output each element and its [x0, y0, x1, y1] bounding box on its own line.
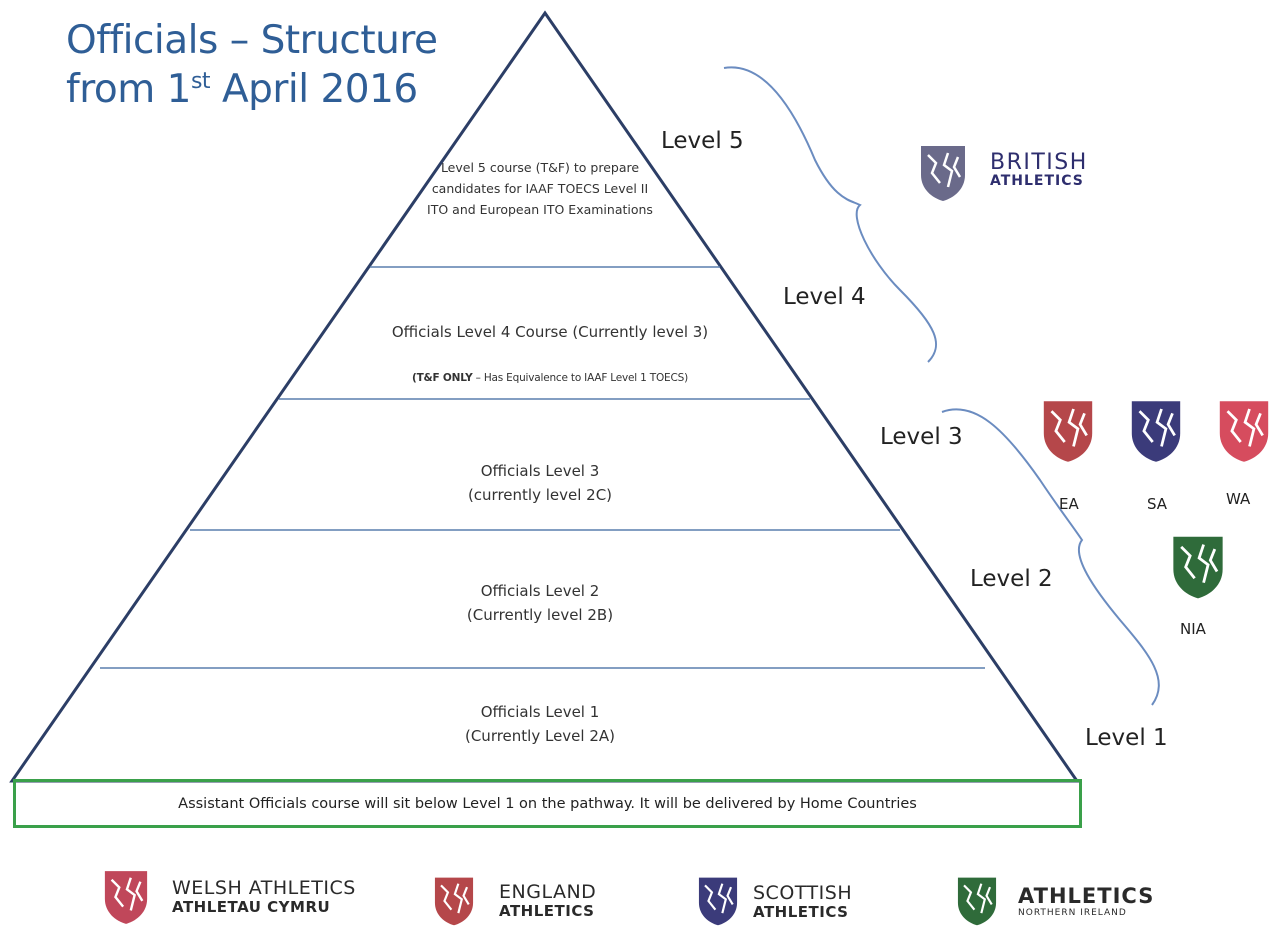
scottish-athletics-line-2: ATHLETICS [753, 903, 849, 921]
ea-shield-icon [1043, 401, 1093, 462]
scottish-athletics-line-1: SCOTTISH [753, 882, 853, 904]
sa-shield-icon [1131, 401, 1181, 462]
scottish-athletics-shield-icon [698, 877, 738, 926]
tier-1-text: Officials Level 1 (Currently Level 2A) [300, 700, 780, 748]
title-line-2-prefix: from 1 [66, 67, 191, 112]
athletics-ni-logo: ATHLETICS NORTHERN IRELAND [1018, 884, 1154, 918]
pyramid-outline [9, 10, 1080, 783]
tier-2-line-1: Officials Level 2 [480, 582, 600, 600]
level-1-label: Level 1 [1085, 725, 1168, 751]
tier-4-note: (T&F ONLY – Has Equivalence to IAAF Leve… [270, 372, 830, 384]
sa-label: SA [1147, 495, 1168, 513]
title-line-1: Officials – Structure [66, 18, 438, 63]
lower-brace [941, 408, 1160, 706]
wa-label: WA [1226, 490, 1251, 508]
england-athletics-logo: ENGLAND ATHLETICS [499, 881, 596, 920]
athletics-ni-line-2: NORTHERN IRELAND [1018, 908, 1127, 918]
welsh-athletics-line-2: ATHLETAU CYMRU [172, 898, 331, 916]
tier-3-text: Officials Level 3 (currently level 2C) [300, 459, 780, 507]
title-superscript: st [190, 69, 211, 94]
england-athletics-line-2: ATHLETICS [499, 902, 595, 920]
level-4-label: Level 4 [783, 284, 866, 310]
tier-5-text: Level 5 course (T&F) to prepare candidat… [427, 160, 653, 217]
welsh-athletics-shield-icon [104, 871, 148, 924]
scottish-athletics-logo: SCOTTISH ATHLETICS [753, 882, 852, 921]
british-athletics-word-1: BRITISH [990, 150, 1088, 175]
tier-4-main: Officials Level 4 Course (Currently leve… [391, 323, 709, 341]
england-athletics-shield-icon [434, 877, 474, 926]
page-title: Officials – Structure from 1st April 201… [66, 16, 438, 114]
welsh-athletics-logo: WELSH ATHLETICS ATHLETAU CYMRU [172, 877, 356, 916]
title-line-2: from 1st April 2016 [66, 65, 438, 114]
assistant-officials-box: Assistant Officials course will sit belo… [13, 779, 1082, 828]
upper-brace [723, 66, 938, 363]
british-athletics-shield-icon [921, 146, 965, 201]
tier-1-line-2: (Currently Level 2A) [464, 727, 616, 745]
tier-2-line-2: (Currently level 2B) [466, 606, 614, 624]
wa-shield-icon [1219, 401, 1269, 462]
title-line-2-suffix: April 2016 [210, 67, 418, 112]
assistant-officials-note: Assistant Officials course will sit belo… [178, 795, 917, 812]
level-3-label: Level 3 [880, 424, 963, 450]
tier-3-line-2: (currently level 2C) [467, 486, 613, 504]
athletics-ni-shield-icon [957, 877, 997, 926]
tier-2-text: Officials Level 2 (Currently level 2B) [300, 579, 780, 627]
tier-3-line-1: Officials Level 3 [480, 462, 600, 480]
tier-4-note-bold: (T&F ONLY [411, 372, 473, 384]
athletics-ni-line-1: ATHLETICS [1018, 884, 1155, 908]
ea-label: EA [1059, 495, 1079, 513]
nia-label: NIA [1180, 620, 1206, 638]
level-2-label: Level 2 [970, 566, 1053, 592]
england-athletics-line-1: ENGLAND [499, 881, 597, 903]
tier-4-note-rest: – Has Equivalence to IAAF Level 1 TOECS) [472, 372, 689, 384]
level-5-label: Level 5 [661, 128, 744, 154]
british-athletics-word-2: ATHLETICS [990, 173, 1084, 189]
welsh-athletics-line-1: WELSH ATHLETICS [172, 877, 356, 899]
tier-1-line-1: Officials Level 1 [480, 703, 600, 721]
nia-shield-icon [1173, 536, 1223, 599]
british-athletics-wordmark: BRITISH ATHLETICS [990, 150, 1088, 189]
